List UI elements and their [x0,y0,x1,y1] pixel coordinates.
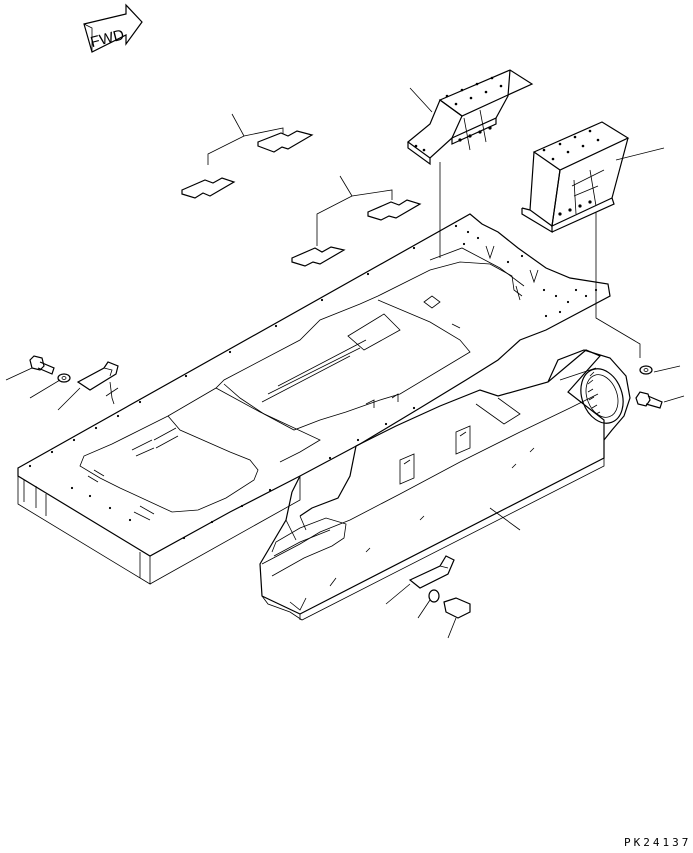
forward-direction-arrow: FWD [83,3,143,53]
frame-bolt-holes [28,224,598,540]
mounting-bracket-upper [407,69,534,258]
spacer-plates-middle [291,175,422,267]
mounting-bracket-right [521,121,665,358]
right-fastener-group [635,365,685,409]
leader-lines [105,387,521,531]
spacer-plates-upper [181,113,314,199]
left-fastener-group [5,355,119,411]
track-frame [17,213,631,621]
reference-code: PK24137 [624,836,692,849]
bottom-fastener-group [385,555,471,639]
